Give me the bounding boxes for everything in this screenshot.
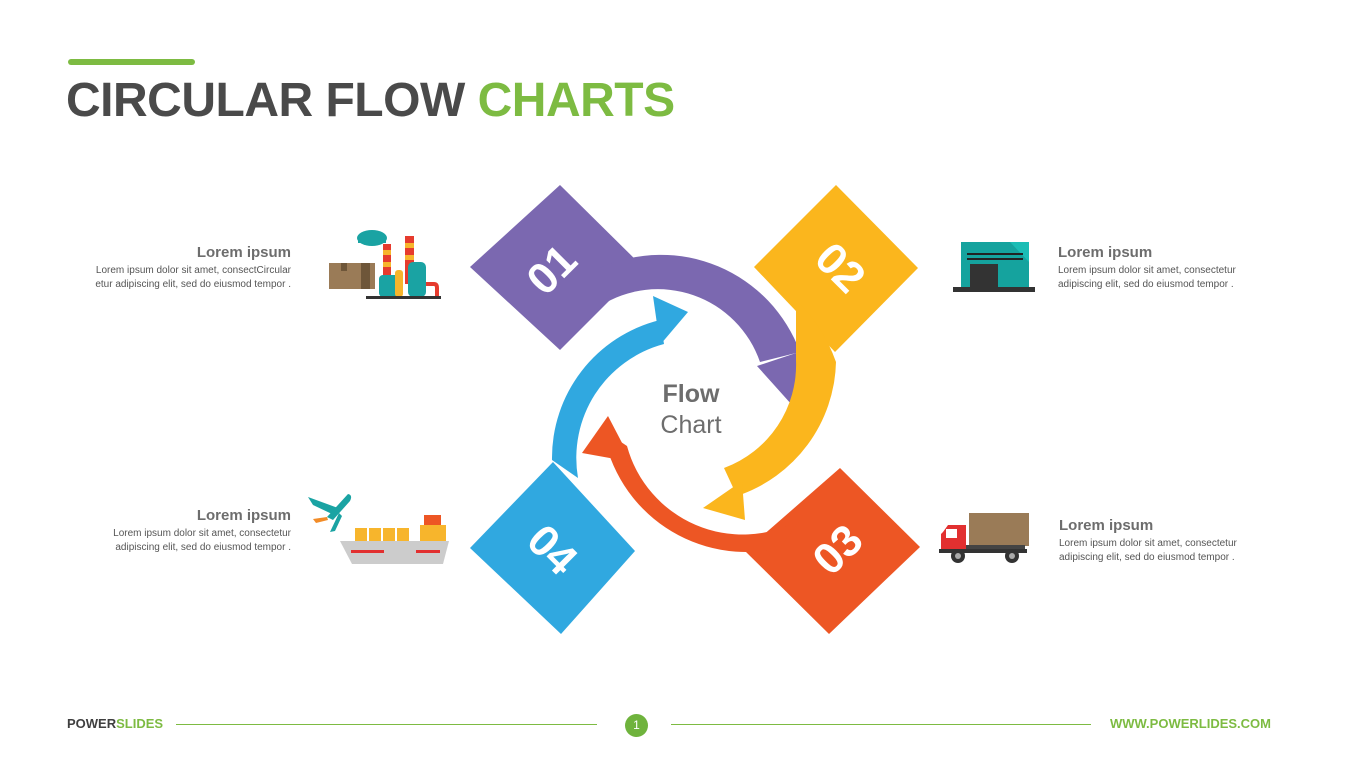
- text-block-3: Lorem ipsum Lorem ipsum dolor sit amet, …: [1059, 517, 1319, 565]
- block-4-line-1: Lorem ipsum dolor sit amet, consectetur: [113, 528, 291, 539]
- block-1-heading: Lorem ipsum: [196, 244, 291, 261]
- text-block-2: Lorem ipsum Lorem ipsum dolor sit amet, …: [1058, 244, 1318, 292]
- center-label-line2: Chart: [660, 411, 721, 439]
- step-02-diamond: 02: [703, 185, 918, 520]
- block-1-line-1: Lorem ipsum dolor sit amet, consectCircu…: [95, 265, 291, 276]
- block-3-body: Lorem ipsum dolor sit amet, consectetur …: [1059, 537, 1319, 565]
- footer-line-right: [671, 724, 1091, 725]
- block-4-line-2: adipiscing elit, sed do eiusmod tempor .: [115, 542, 291, 553]
- block-2-body: Lorem ipsum dolor sit amet, consectetur …: [1058, 264, 1318, 292]
- block-3-line-2: adipiscing elit, sed do eiusmod tempor .: [1059, 552, 1235, 563]
- block-4-body: Lorem ipsum dolor sit amet, consectetur …: [31, 527, 291, 555]
- footer-website-link[interactable]: WWW.POWERLIDES.COM: [1109, 716, 1271, 731]
- center-label-line1: Flow: [663, 380, 720, 408]
- step-04-diamond: 04: [470, 296, 688, 634]
- block-2-line-2: adipiscing elit, sed do eiusmod tempor .: [1058, 279, 1234, 290]
- block-2-heading: Lorem ipsum: [1058, 244, 1153, 261]
- block-3-heading: Lorem ipsum: [1059, 517, 1154, 534]
- footer-brand-part-2: SLIDES: [116, 716, 164, 731]
- cargo-ship-icon: [340, 515, 449, 564]
- footer-brand: POWERSLIDES: [67, 716, 163, 731]
- block-4-heading: Lorem ipsum: [196, 507, 291, 524]
- title-accent-bar: [68, 59, 195, 65]
- block-2-line-1: Lorem ipsum dolor sit amet, consectetur: [1058, 265, 1236, 276]
- text-block-1: Lorem ipsum Lorem ipsum dolor sit amet, …: [31, 244, 291, 292]
- block-1-line-2: etur adipiscing elit, sed do eiusmod tem…: [95, 279, 291, 290]
- step-01-diamond: 01: [470, 185, 808, 405]
- factory-icon: [329, 230, 441, 299]
- text-block-4: Lorem ipsum Lorem ipsum dolor sit amet, …: [31, 507, 291, 555]
- title-part-1: CIRCULAR FLOW: [66, 74, 465, 127]
- footer-brand-part-1: POWER: [67, 716, 117, 731]
- block-1-body: Lorem ipsum dolor sit amet, consectCircu…: [31, 264, 291, 292]
- warehouse-icon: [953, 242, 1035, 292]
- airplane-icon: [308, 494, 352, 532]
- block-3-line-1: Lorem ipsum dolor sit amet, consectetur: [1059, 538, 1237, 549]
- page-number-badge: 1: [625, 714, 648, 737]
- footer-line-left: [176, 724, 597, 725]
- truck-icon: [939, 513, 1029, 563]
- step-03-diamond: 03: [582, 416, 920, 634]
- page-title: CIRCULAR FLOW CHARTS: [66, 72, 675, 130]
- title-part-2: CHARTS: [477, 74, 676, 127]
